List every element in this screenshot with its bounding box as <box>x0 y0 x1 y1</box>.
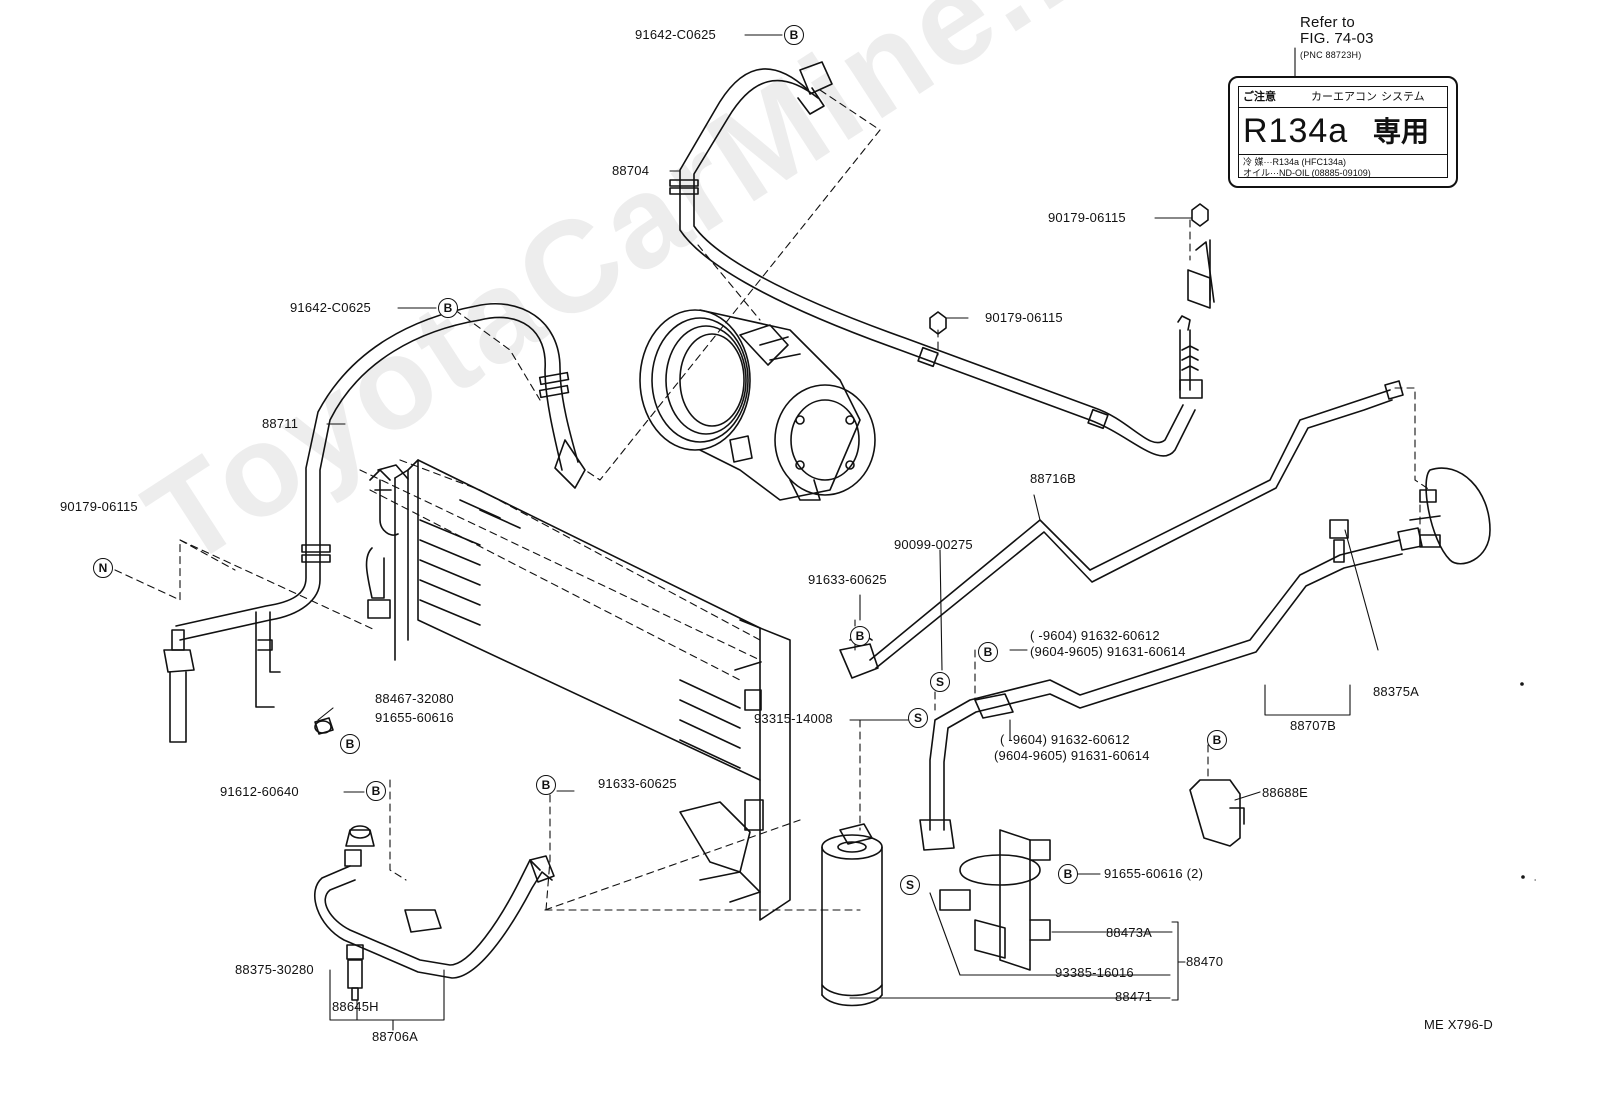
warning-header-system: システム <box>1381 91 1425 103</box>
hose-88711 <box>163 302 586 743</box>
label-88716b: 88716B <box>1030 471 1077 486</box>
code-b-91655-right: B <box>1058 864 1078 884</box>
label-91612-60640: 91612-60640 <box>220 784 299 799</box>
leader-lines <box>317 34 1379 1031</box>
label-88706a: 88706A <box>372 1029 419 1044</box>
hose-88704 <box>669 61 1196 457</box>
warning-detail-refrigerant: 冷 媒···R134a (HFC134a) <box>1243 157 1347 167</box>
code-s-90099: S <box>930 672 950 692</box>
bracket-88470 <box>939 829 1051 971</box>
plate-right <box>1409 467 1491 565</box>
dashed-guides <box>114 89 1536 911</box>
warning-header-notice: ご注意 <box>1243 91 1276 103</box>
code-b-91633-low: B <box>536 775 556 795</box>
code-b-90099: B <box>850 626 870 646</box>
label-88470: 88470 <box>1186 954 1224 969</box>
code-b-91632-a: B <box>978 642 998 662</box>
label-88375a: 88375A <box>1373 684 1420 699</box>
label-91642-c0625-top: 91642-C0625 <box>635 27 716 42</box>
label-93385-16016: 93385-16016 <box>1055 965 1134 980</box>
refer-note-line2: FIG. 74-03 <box>1300 30 1374 47</box>
pipe-88707B <box>919 519 1441 851</box>
nut-90179 <box>929 203 1209 335</box>
compressor <box>639 309 876 501</box>
label-91655-60616-left: 91655-60616 <box>375 710 454 725</box>
label-88375-30280: 88375-30280 <box>235 962 314 977</box>
label-90099-00275: 90099-00275 <box>894 537 973 552</box>
label-88711: 88711 <box>262 416 299 431</box>
code-s-93315: S <box>908 708 928 728</box>
bracket-right-top <box>1177 239 1215 399</box>
warning-exclusive: 専用 <box>1373 116 1430 147</box>
scan-dots <box>1520 682 1525 879</box>
label-88471: 88471 <box>1115 989 1153 1004</box>
code-b-91612: B <box>366 781 386 801</box>
label-91633-60625-low: 91633-60625 <box>598 776 677 791</box>
code-n: N <box>93 558 113 578</box>
label-88704: 88704 <box>612 163 650 178</box>
condenser <box>365 459 791 921</box>
receiver-dryer <box>821 823 883 1007</box>
figure-code: ME X796-D <box>1424 1017 1493 1032</box>
pipe-88706A <box>313 825 555 1001</box>
label-88688e: 88688E <box>1262 785 1309 800</box>
label-91632-60612-b: ( -9604) 91632-60612 <box>1000 732 1130 747</box>
refrigerant-warning-label: ご注意 カーエアコン システム R134a 専用 冷 媒···R134a (HF… <box>1228 76 1458 188</box>
label-91642-c0625-left: 91642-C0625 <box>290 300 371 315</box>
label-93315-14008: 93315-14008 <box>754 711 833 726</box>
label-91631-60614-a: (9604-9605) 91631-60614 <box>1030 644 1186 659</box>
label-91633-60625-mid: 91633-60625 <box>808 572 887 587</box>
refer-note-line3: (PNC 88723H) <box>1300 50 1362 60</box>
label-90179-06115-top-right: 90179-06115 <box>1048 210 1126 225</box>
refer-note-line1: Refer to <box>1300 14 1355 31</box>
warning-refrigerant-type: R134a <box>1243 112 1349 150</box>
code-s-93385: S <box>900 875 920 895</box>
cap-88467 <box>314 717 334 735</box>
warning-header-aircon: カーエアコン <box>1311 91 1377 103</box>
code-b-left-hose: B <box>438 298 458 318</box>
label-88707b: 88707B <box>1290 718 1337 733</box>
label-88645h: 88645H <box>332 999 379 1014</box>
label-91631-60614-b: (9604-9605) 91631-60614 <box>994 748 1150 763</box>
label-88473a: 88473A <box>1106 925 1153 940</box>
label-88467-32080: 88467-32080 <box>375 691 454 706</box>
label-91632-60612-a: ( -9604) 91632-60612 <box>1030 628 1160 643</box>
label-91655-60616-right: 91655-60616 (2) <box>1104 866 1204 881</box>
label-90179-06115-mid: 90179-06115 <box>985 310 1063 325</box>
code-b-91632-b: B <box>1207 730 1227 750</box>
code-b-top: B <box>784 25 804 45</box>
code-b-91655-left: B <box>340 734 360 754</box>
label-90179-06115-left: 90179-06115 <box>60 499 138 514</box>
warning-detail-oil: オイル···ND-OIL (08885-09109) <box>1243 168 1371 178</box>
bracket-88688E <box>1189 779 1245 847</box>
